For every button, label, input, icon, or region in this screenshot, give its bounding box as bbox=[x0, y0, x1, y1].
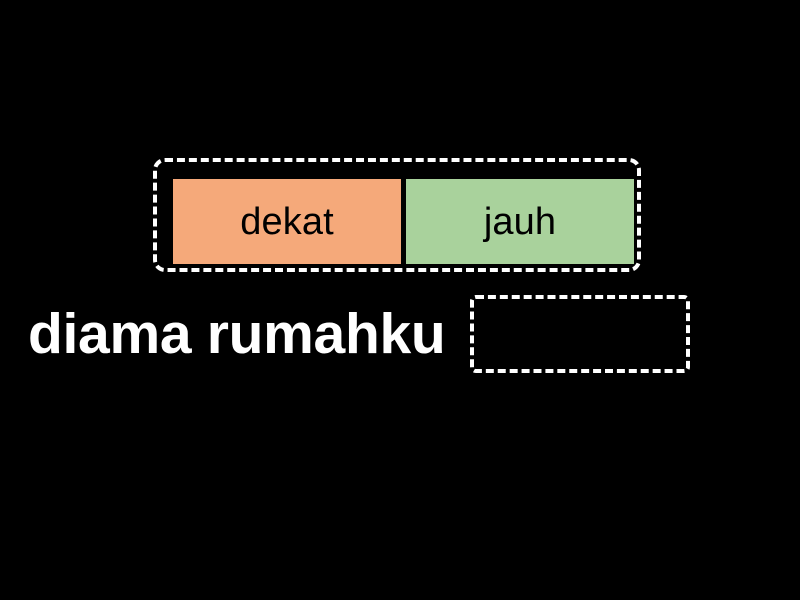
word-tile-label: dekat bbox=[240, 200, 334, 243]
word-tile-dekat[interactable]: dekat bbox=[173, 179, 401, 264]
answer-drop-slot[interactable] bbox=[470, 295, 691, 373]
word-tile-jauh[interactable]: jauh bbox=[406, 179, 634, 264]
word-bank-container: dekat jauh bbox=[153, 158, 641, 272]
sentence-text: diama rumahku bbox=[28, 301, 446, 366]
word-tiles-row: dekat jauh bbox=[173, 179, 634, 264]
word-tile-label: jauh bbox=[483, 200, 557, 243]
sentence-line: diama rumahku bbox=[28, 288, 772, 380]
